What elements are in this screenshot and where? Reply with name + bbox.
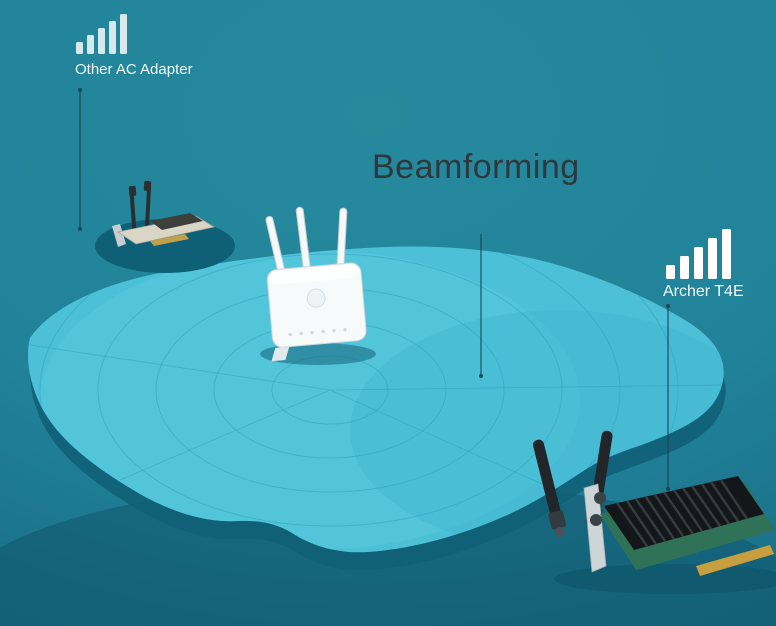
router-shadow <box>260 343 376 365</box>
coverage-sector-lines <box>29 344 723 493</box>
signal-bar <box>680 256 689 279</box>
card-sma-connector <box>590 514 602 526</box>
card-antenna-left <box>533 439 567 538</box>
card-sma-connector-2 <box>594 492 606 504</box>
signal-bar <box>109 21 116 54</box>
router-antennas <box>265 206 348 278</box>
adapter-antennas <box>128 180 152 234</box>
adapter-bracket <box>112 224 126 247</box>
callout-dots <box>78 88 670 491</box>
archer-t4e-illustration <box>533 430 776 594</box>
router-stand <box>271 346 290 362</box>
signal-bar <box>87 35 94 54</box>
signal-bar <box>694 247 703 279</box>
router-led-dots <box>288 328 347 337</box>
heatsink-fins <box>616 479 748 547</box>
router-logo <box>306 288 326 308</box>
page-title: Beamforming <box>372 148 580 186</box>
coverage-rings <box>28 246 724 553</box>
card-heatsink <box>604 476 764 550</box>
signal-bar <box>98 28 105 54</box>
card-shadow <box>554 564 776 594</box>
signal-bars-icon <box>76 14 127 54</box>
signal-bar <box>120 14 127 54</box>
signal-bar <box>76 42 83 54</box>
card-bracket <box>583 483 607 573</box>
signal-bars-icon <box>666 229 731 279</box>
signal-bar <box>666 265 675 279</box>
card-gold-connector <box>696 545 774 576</box>
callout-lines <box>79 90 669 489</box>
archer-t4e-label: Archer T4E <box>663 283 744 300</box>
signal-bar <box>722 229 731 279</box>
router-top-highlight <box>269 264 359 285</box>
router-illustration <box>260 206 376 365</box>
adapter-connector <box>150 234 189 246</box>
signal-bar <box>708 238 717 279</box>
other-adapter-label: Other AC Adapter <box>75 61 193 78</box>
other-adapter-illustration <box>95 180 235 273</box>
adapter-heatsink <box>150 213 203 230</box>
coverage-highlight <box>40 250 580 550</box>
